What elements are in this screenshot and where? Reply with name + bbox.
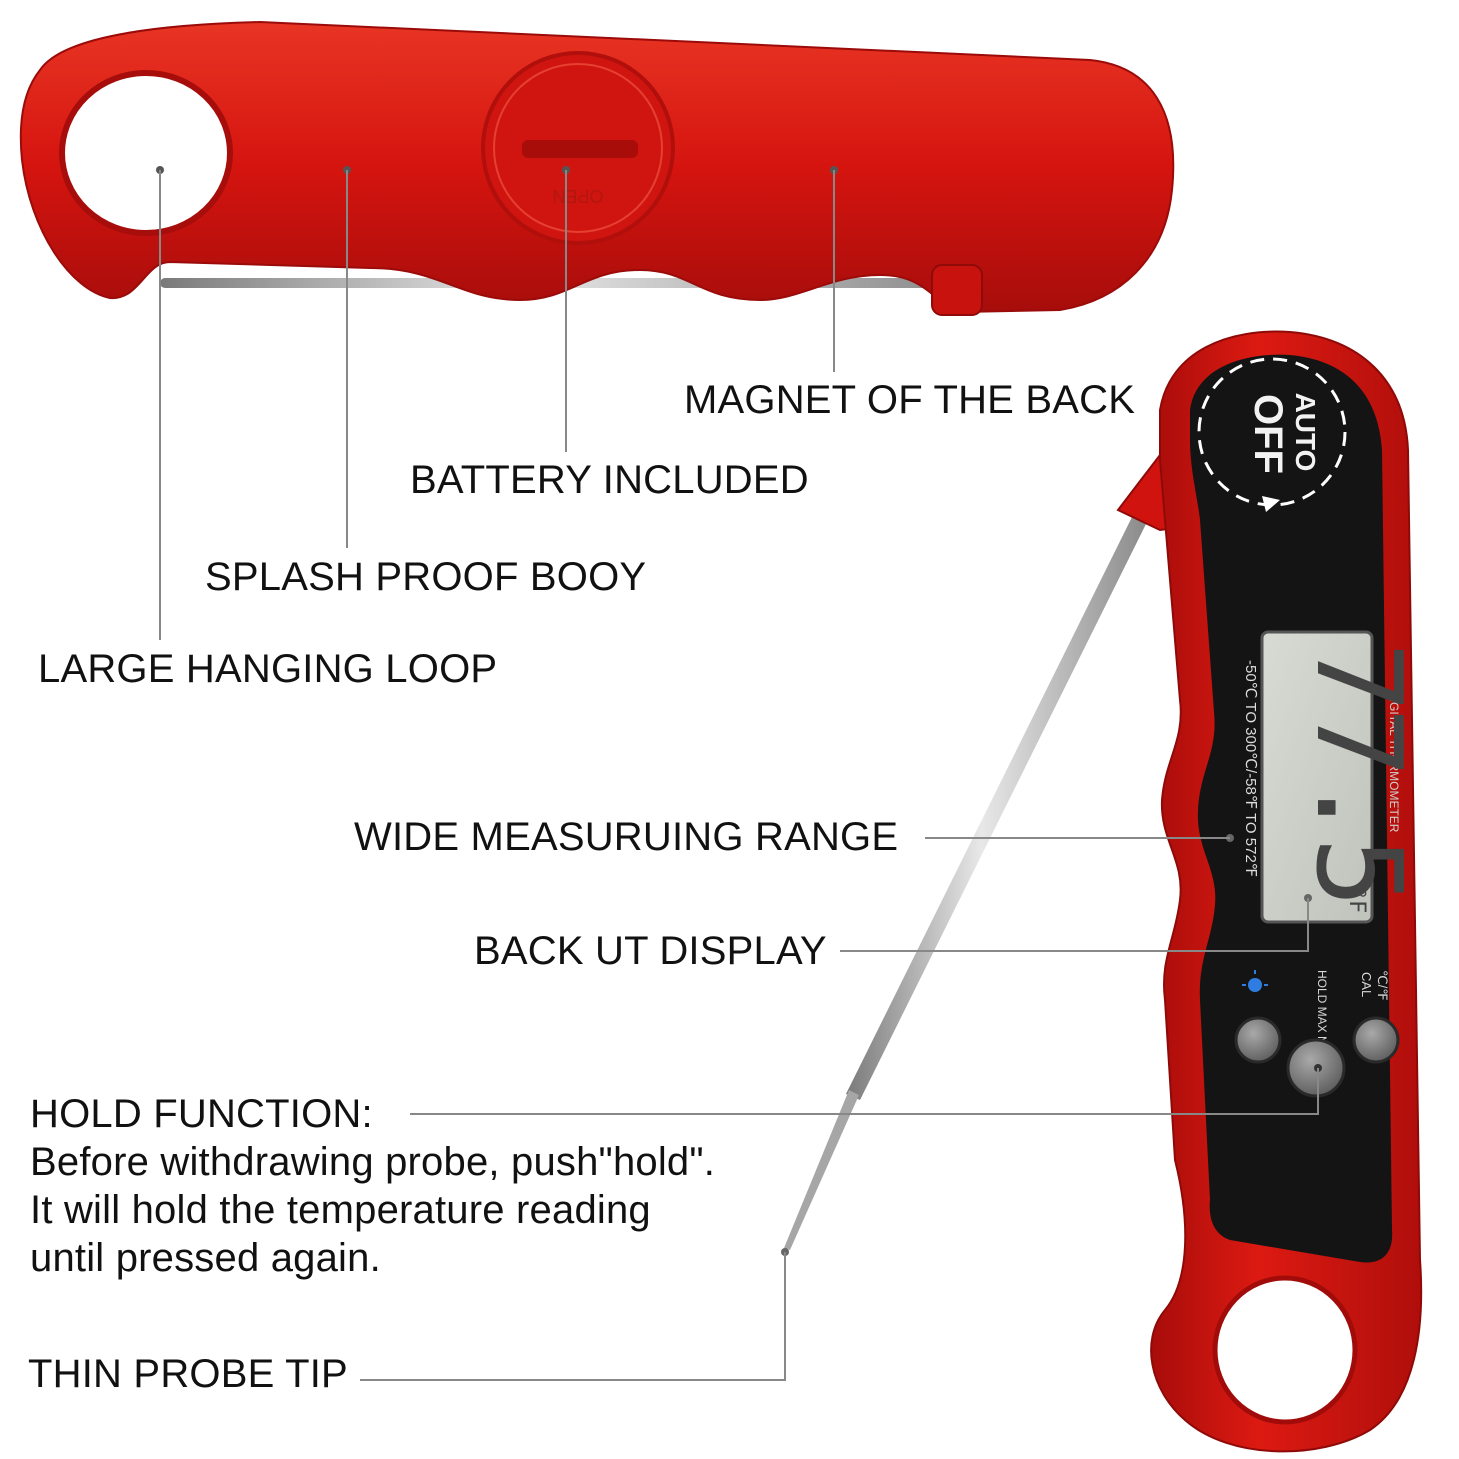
callout-magnet: MAGNET OF THE BACK (684, 378, 1136, 422)
callout-tip: THIN PROBE TIP (28, 1352, 348, 1396)
battery-cover: OPEN (481, 51, 675, 245)
callout-display: BACK UT DISPLAY (474, 929, 827, 973)
callout-body: SPLASH PROOF BOOY (205, 555, 647, 599)
probe-shaft (846, 515, 1147, 1100)
callout-hold: HOLD FUNCTION: Before withdrawing probe,… (30, 1090, 715, 1282)
callout-hold-title: HOLD FUNCTION: (30, 1092, 373, 1136)
callout-battery: BATTERY INCLUDED (410, 458, 809, 502)
folded-thermometer-back: OPEN (19, 20, 1175, 640)
button-label-hold: HOLD MAX MIN (1315, 970, 1329, 1058)
hanging-loop-hole-open (1212, 1275, 1358, 1425)
brand-text: DIGITAL THERMOMETER (1387, 690, 1401, 833)
button-label-cf: ℃/℉ (1375, 970, 1390, 1001)
backlight-button[interactable] (1234, 1016, 1282, 1064)
callout-loop: LARGE HANGING LOOP (38, 647, 498, 691)
hanging-loop-hole (59, 70, 233, 236)
off-text: OFF (1246, 394, 1290, 474)
cal-button[interactable] (1352, 1016, 1400, 1064)
callout-hold-line2: It will hold the temperature reading (30, 1188, 651, 1232)
lcd-display: 77.5 °F (1260, 630, 1428, 924)
range-text: -50℃ TO 300℃/-58℉ TO 572℉ (1242, 660, 1259, 877)
callout-hold-line3: until pressed again. (30, 1236, 381, 1280)
callout-range: WIDE MEASURUING RANGE (354, 815, 899, 859)
lcd-unit: °F (1344, 887, 1369, 914)
svg-text:OPEN: OPEN (552, 186, 603, 206)
probe-hinge (931, 264, 983, 316)
auto-off-dial: AUTO OFF (1197, 357, 1347, 512)
auto-text: AUTO (1290, 393, 1321, 472)
button-label-cal: CAL (1359, 972, 1374, 997)
callout-hold-line1: Before withdrawing probe, push"hold". (30, 1140, 716, 1184)
lcd-reading: 77.5 (1290, 642, 1428, 902)
backlight-icon (1242, 970, 1268, 992)
open-thermometer-front: AUTO OFF -50℃ TO 300℃/-58℉ TO 572℉ DIGIT… (360, 330, 1428, 1453)
probe-tip (784, 1090, 859, 1250)
